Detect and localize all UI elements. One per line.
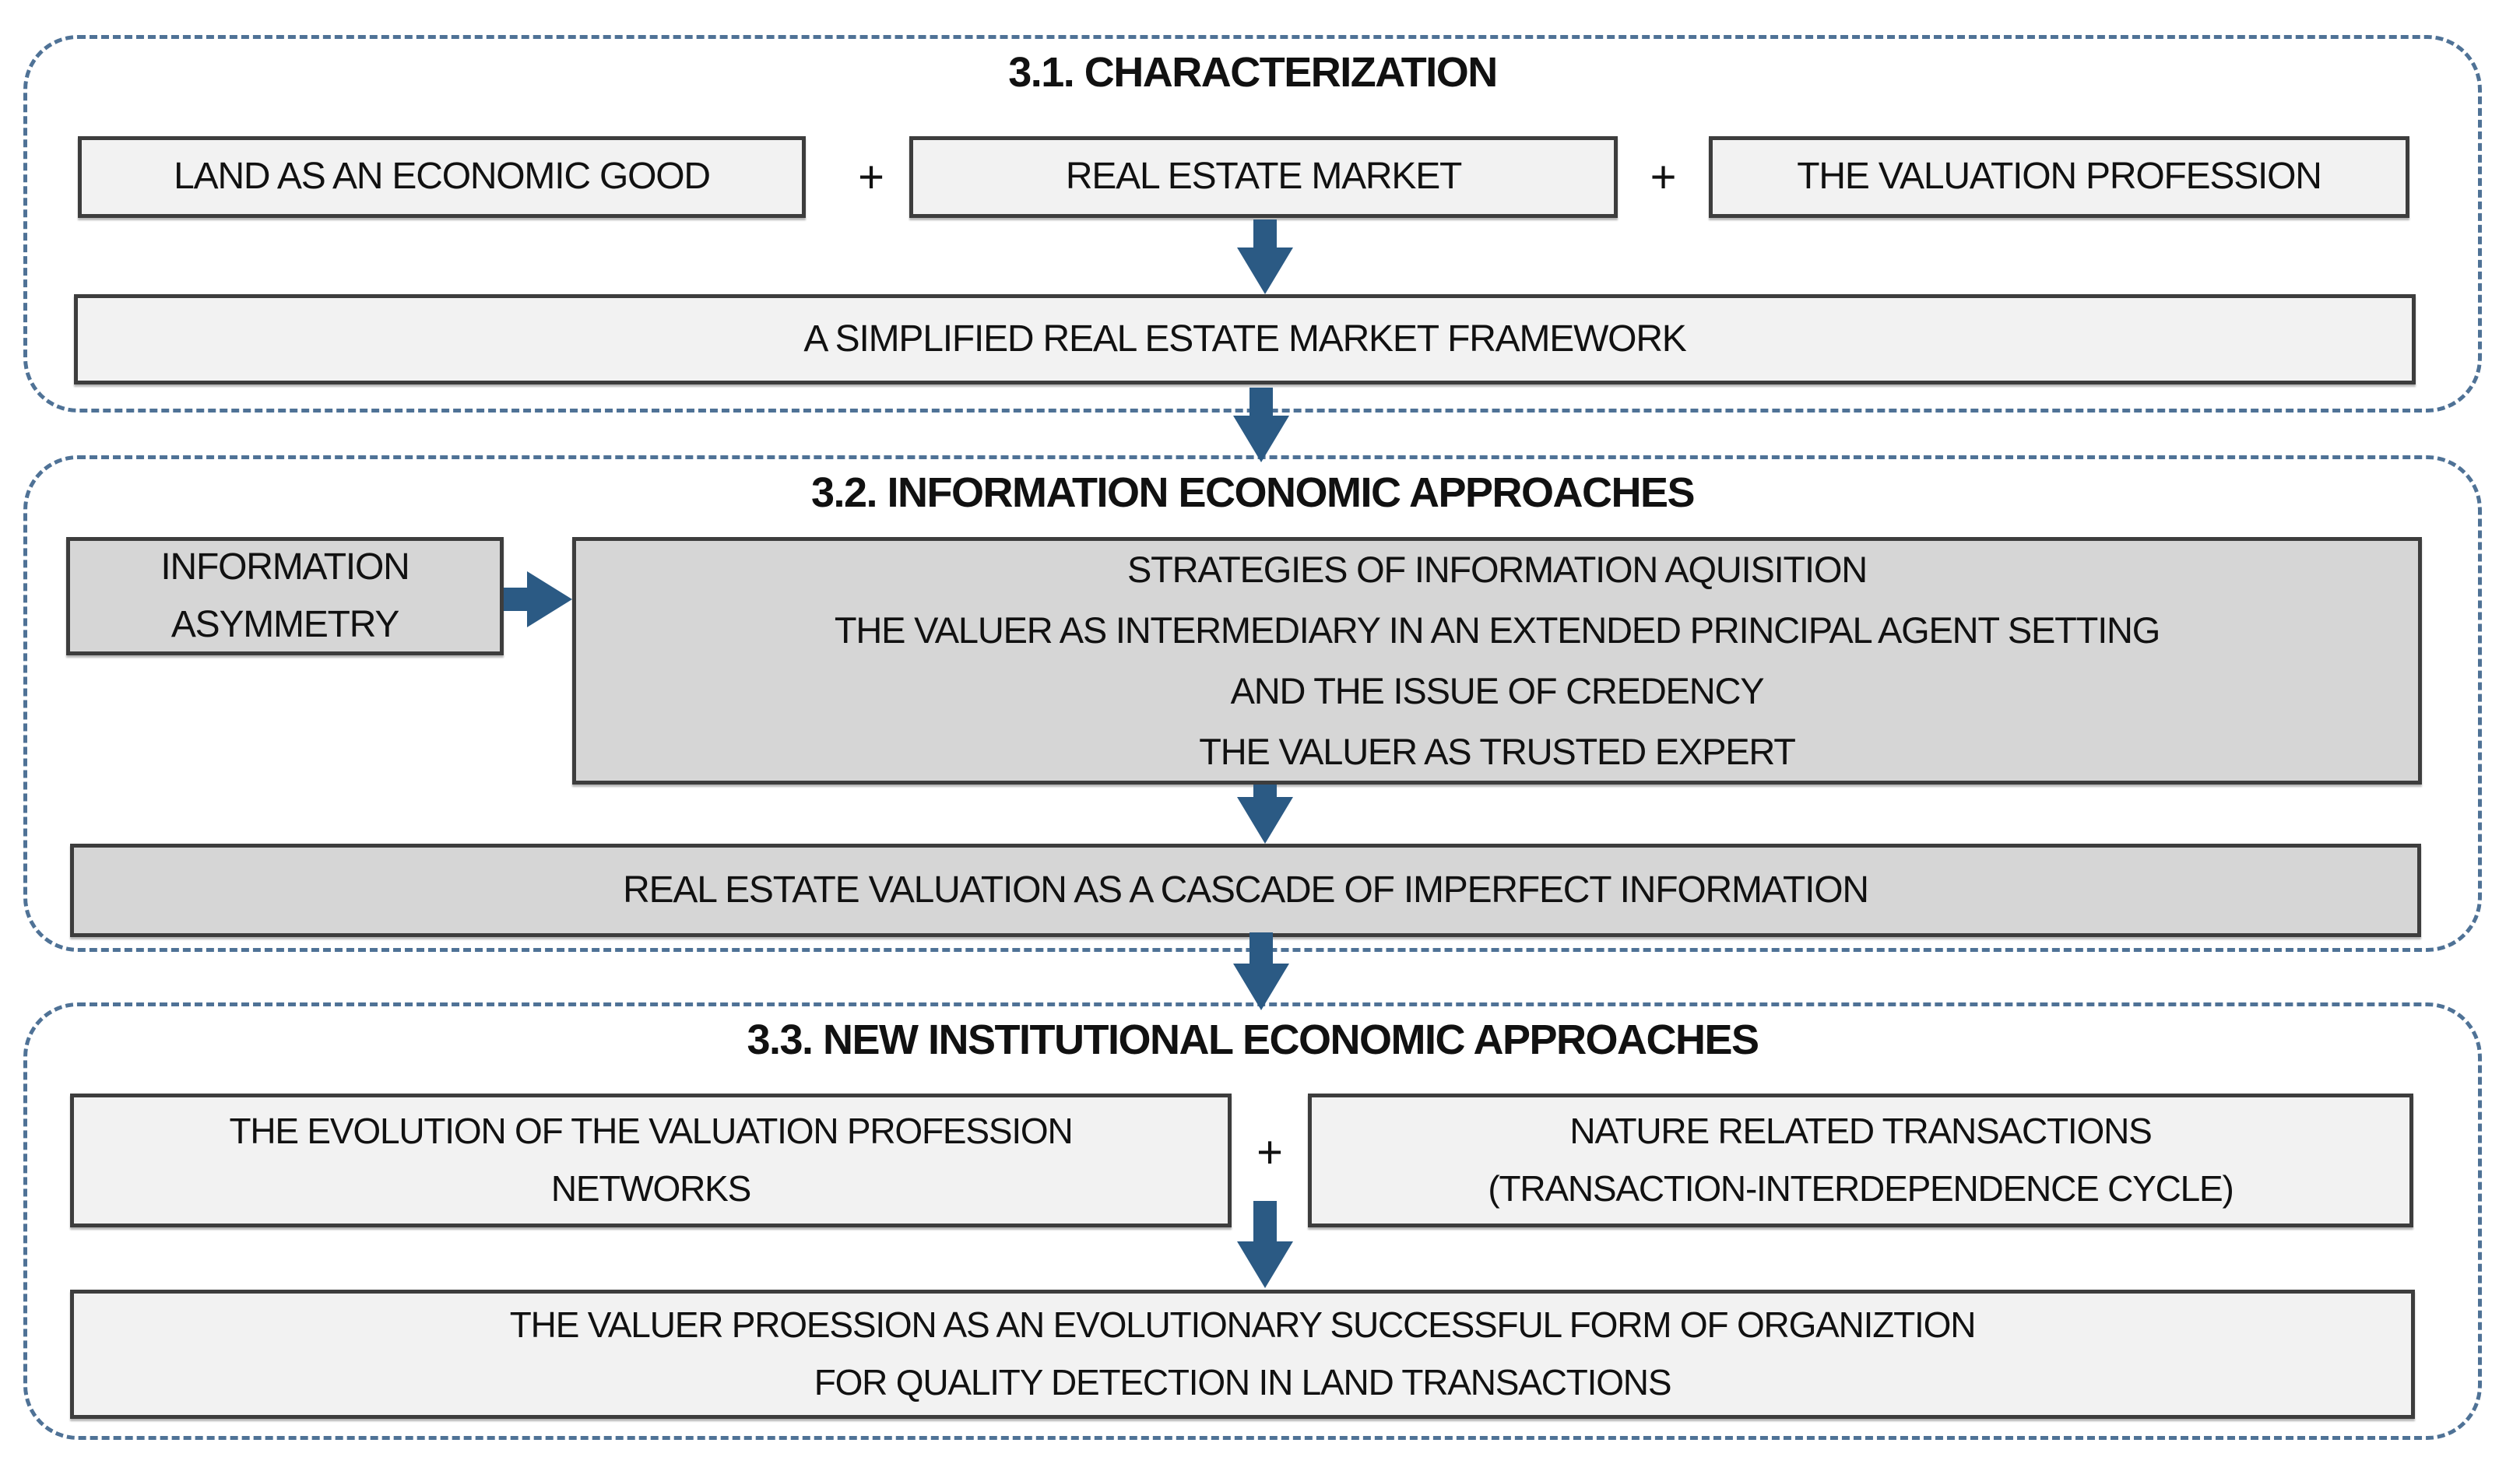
arrow-head: [527, 571, 572, 627]
box-evolution-profession-networks: THE EVOLUTION OF THE VALUATION PROFESSIO…: [70, 1094, 1232, 1227]
section-information-economic: 3.2. INFORMATION ECONOMIC APPROACHES INF…: [23, 455, 2482, 952]
section-title-new-institutional: 3.3. NEW INSTITUTIONAL ECONOMIC APPROACH…: [747, 1016, 1759, 1063]
box-valuation-profession: THE VALUATION PROFESSION: [1709, 136, 2409, 218]
box-label-line: THE VALUER PROESSION AS AN EVOLUTIONARY …: [509, 1304, 1977, 1346]
section-characterization: 3.1. CHARACTERIZATION LAND AS AN ECONOMI…: [23, 35, 2482, 413]
arrow-head: [1237, 797, 1293, 844]
down-arrow-icon: [1233, 932, 1289, 1010]
box-label-line: AND THE ISSUE OF CREDENCY: [1230, 670, 1765, 711]
box-label: REAL ESTATE VALUATION AS A CASCADE OF IM…: [623, 869, 1869, 911]
box-label: A SIMPLIFIED REAL ESTATE MARKET FRAMEWOR…: [803, 318, 1686, 360]
box-nature-related-transactions: NATURE RELATED TRANSACTIONS (TRANSACTION…: [1308, 1094, 2413, 1227]
box-label: LAND AS AN ECONOMIC GOOD: [174, 156, 711, 198]
box-label-line: ASYMMETRY: [170, 604, 400, 645]
box-information-asymmetry: INFORMATION ASYMMETRY: [66, 537, 504, 655]
box-label-line: NETWORKS: [550, 1168, 751, 1209]
box-label-line: INFORMATION: [160, 546, 409, 588]
arrow-shaft: [1253, 785, 1277, 797]
box-label: THE VALUATION PROFESSION: [1797, 156, 2322, 198]
arrow-head: [1233, 416, 1289, 462]
section-title-information-economic: 3.2. INFORMATION ECONOMIC APPROACHES: [810, 469, 1696, 516]
section-title-characterization: 3.1. CHARACTERIZATION: [1008, 49, 1498, 96]
plus-operator: +: [1650, 152, 1677, 202]
arrow-shaft: [1253, 219, 1277, 248]
box-label-line: (TRANSACTION-INTERDEPENDENCE CYCLE): [1488, 1168, 2234, 1209]
section-new-institutional: 3.3. NEW INSTITUTIONAL ECONOMIC APPROACH…: [23, 1002, 2482, 1440]
down-arrow-icon: [1233, 388, 1289, 462]
box-label-line: THE EVOLUTION OF THE VALUATION PROFESSIO…: [229, 1111, 1073, 1152]
arrow-head: [1237, 248, 1293, 294]
box-valuation-cascade: REAL ESTATE VALUATION AS A CASCADE OF IM…: [70, 844, 2421, 937]
box-label-line: THE VALUER AS INTERMEDIARY IN AN EXTENDE…: [834, 609, 2161, 651]
box-label-line: STRATEGIES OF INFORMATION AQUISITION: [1127, 548, 1868, 590]
box-label-line: THE VALUER AS TRUSTED EXPERT: [1199, 731, 1796, 773]
down-arrow-icon: [1237, 219, 1293, 294]
arrow-shaft: [1249, 932, 1273, 964]
right-arrow-icon: [504, 571, 572, 627]
box-land-as-economic-good: LAND AS AN ECONOMIC GOOD: [78, 136, 806, 218]
plus-operator: +: [858, 152, 884, 202]
arrow-shaft: [504, 588, 527, 611]
box-valuer-profession-result: THE VALUER PROESSION AS AN EVOLUTIONARY …: [70, 1290, 2415, 1419]
down-arrow-icon: [1237, 785, 1293, 844]
arrow-head: [1233, 964, 1289, 1010]
box-real-estate-market: REAL ESTATE MARKET: [909, 136, 1618, 218]
box-simplified-framework: A SIMPLIFIED REAL ESTATE MARKET FRAMEWOR…: [74, 294, 2416, 384]
arrow-head: [1237, 1241, 1293, 1288]
box-label-line: NATURE RELATED TRANSACTIONS: [1569, 1111, 2152, 1152]
plus-operator: +: [1256, 1126, 1283, 1178]
arrow-shaft: [1253, 1201, 1277, 1241]
box-label-line: FOR QUALITY DETECTION IN LAND TRANSACTIO…: [814, 1362, 1672, 1403]
arrow-shaft: [1249, 388, 1273, 416]
box-label: REAL ESTATE MARKET: [1065, 156, 1462, 198]
box-information-strategies: STRATEGIES OF INFORMATION AQUISITION THE…: [572, 537, 2422, 785]
down-arrow-icon: [1237, 1201, 1293, 1288]
